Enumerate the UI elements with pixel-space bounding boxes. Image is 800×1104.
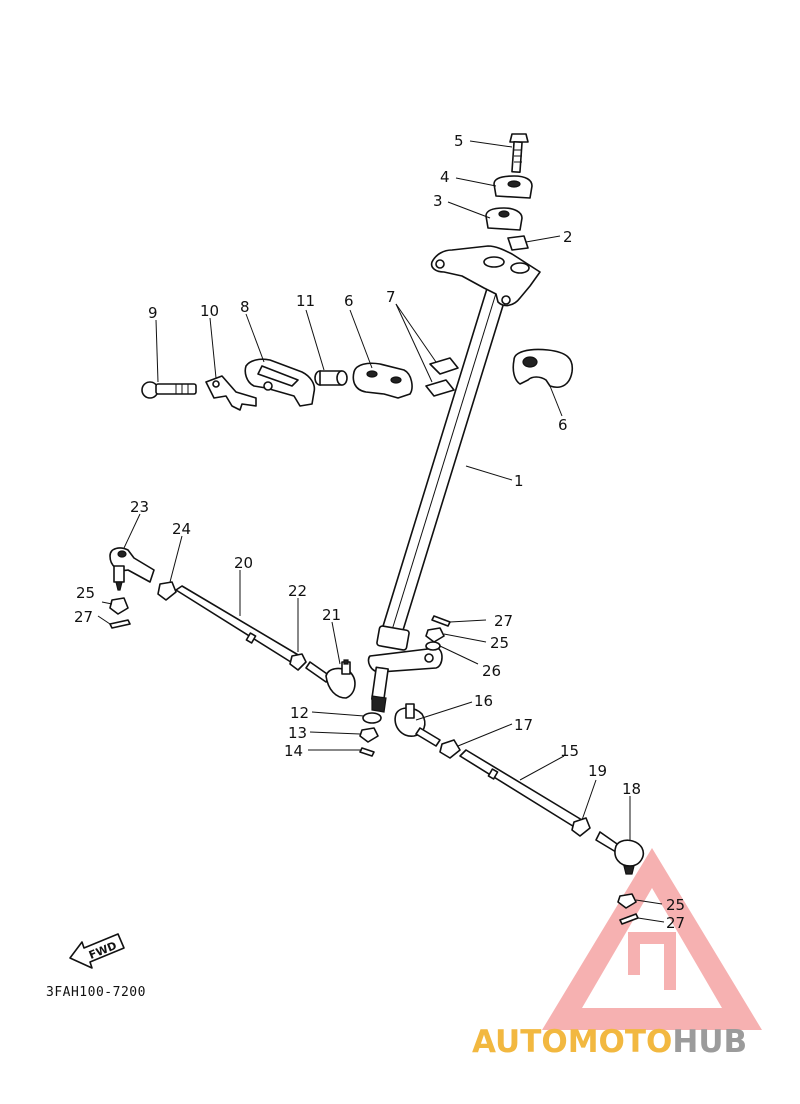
watermark-brand-part1: AUTOMOTO: [472, 1024, 672, 1060]
callout-23: 23: [130, 498, 149, 516]
lock-plate-part-10: [205, 375, 257, 411]
tie-rod-left-part-20: [175, 585, 301, 665]
callout-27-left: 27: [74, 608, 93, 626]
callout-22: 22: [288, 582, 307, 600]
bushing-clamp-left-part-6: [352, 362, 413, 399]
callout-24: 24: [172, 520, 191, 538]
watermark-brand: AUTOMOTOHUB: [472, 1024, 747, 1060]
callout-3: 3: [433, 192, 443, 210]
callout-11: 11: [296, 292, 315, 310]
nut-part-24: [157, 581, 177, 601]
washer-part-12: [362, 712, 382, 724]
bolt-part-5: [509, 133, 529, 174]
tie-rod-end-left-part-23: [109, 547, 155, 591]
callout-21: 21: [322, 606, 341, 624]
cotter-pin-part-14: [359, 747, 375, 757]
nut-part-19: [571, 817, 591, 837]
callout-12: 12: [290, 704, 309, 722]
callout-13: 13: [288, 724, 307, 742]
nut-part-25-right: [617, 893, 637, 909]
tie-rod-end-right-part-18: [595, 831, 645, 875]
callout-19: 19: [588, 762, 607, 780]
callout-8: 8: [240, 298, 250, 316]
nut-part-17: [439, 739, 461, 759]
upper-bracket: [430, 245, 541, 307]
callout-4: 4: [440, 168, 450, 186]
callout-16: 16: [474, 692, 493, 710]
callout-6-left: 6: [344, 292, 354, 310]
tie-rod-end-middle-part-21: [305, 659, 356, 699]
callout-15: 15: [560, 742, 579, 760]
leader-lines: [97, 140, 665, 923]
callout-17: 17: [514, 716, 533, 734]
fwd-arrow-icon: FWD: [69, 933, 125, 969]
callout-7: 7: [386, 288, 396, 306]
collar-part-11: [314, 370, 348, 386]
cotter-pin-part-27-column: [431, 615, 451, 627]
callout-14: 14: [284, 742, 303, 760]
nut-part-13: [359, 727, 379, 743]
washer-part-26: [425, 641, 441, 651]
cotter-pin-part-27-left: [109, 619, 131, 629]
callout-10: 10: [200, 302, 219, 320]
watermark-logo: AUTOMOTOHUB: [472, 848, 762, 1060]
callout-25-left: 25: [76, 584, 95, 602]
watermark-inner-mark: [628, 932, 676, 990]
bolt-part-9: [141, 381, 197, 399]
callout-25-right: 25: [666, 896, 685, 914]
plate-part-8: [244, 358, 316, 407]
clamp-upper-part-4: [493, 175, 533, 199]
watermark-triangle: [542, 848, 762, 1030]
callout-25-column: 25: [490, 634, 509, 652]
callout-27-column: 27: [494, 612, 513, 630]
watermark-brand-part2: HUB: [672, 1024, 747, 1060]
callout-5: 5: [454, 132, 464, 150]
callout-2: 2: [563, 228, 573, 246]
nut-part-22: [289, 653, 307, 671]
washers-part-7: [425, 357, 459, 397]
callout-20: 20: [234, 554, 253, 572]
diagram-code: 3FAH100-7200: [46, 985, 146, 1000]
tie-rod-end-right-inner-part-16: [394, 703, 441, 747]
callout-6-right: 6: [558, 416, 568, 434]
bushing-clamp-right-part-6: [512, 348, 574, 388]
column-collar: [376, 625, 410, 651]
tie-rod-right-part-15: [459, 749, 583, 829]
callout-18: 18: [622, 780, 641, 798]
callout-27-right: 27: [666, 914, 685, 932]
callout-9: 9: [148, 304, 158, 322]
cap-part-2: [507, 235, 529, 251]
fwd-label: FWD: [87, 939, 119, 962]
nut-part-25-column: [425, 627, 445, 643]
nut-part-25-left: [109, 597, 129, 615]
callout-26: 26: [482, 662, 501, 680]
callout-1: 1: [514, 472, 524, 490]
callout-numbers: 5 4 3 2 9 10 8 11 6 7 6 1 23 24 20 22 21…: [74, 132, 685, 932]
clamp-lower-part-3: [485, 207, 523, 231]
